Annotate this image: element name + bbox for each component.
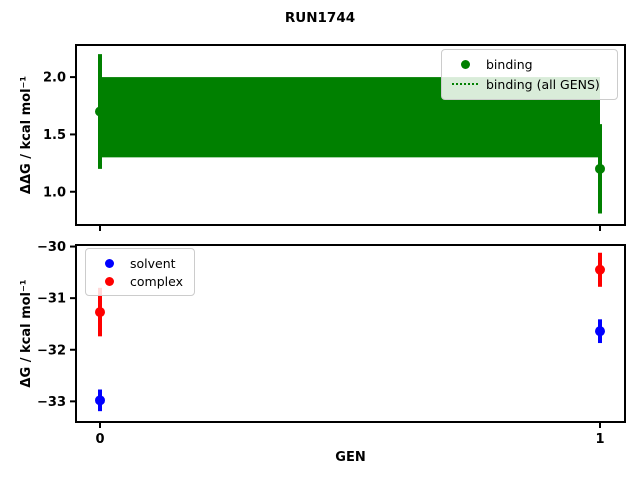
- legend-solvent-complex: solvent complex: [85, 248, 195, 296]
- x-tick-label: 0: [95, 432, 104, 447]
- point-complex-gen0: [95, 307, 105, 318]
- point-binding-gen1: [595, 163, 605, 174]
- y-tick-label: 2.0: [43, 71, 66, 86]
- x-axis-label: GEN: [335, 450, 365, 465]
- legend-item-complex: complex: [96, 272, 184, 290]
- binding-all-gens-dotted-line-icon: [452, 83, 478, 86]
- figure-title: RUN1744: [284, 10, 356, 26]
- y-tick-label: 1.0: [43, 185, 66, 200]
- legend-label-binding: binding: [486, 57, 533, 73]
- point-binding-gen0: [95, 106, 105, 117]
- legend-binding: binding binding (all GENS): [441, 49, 618, 100]
- axes-frame-1: [75, 244, 626, 423]
- y-tick-label: −33: [37, 395, 66, 410]
- point-solvent-gen0: [95, 395, 105, 406]
- y-axis-label-0: ΔΔG / kcal mol⁻¹: [19, 76, 34, 194]
- legend-label-complex: complex: [130, 273, 183, 289]
- legend-item-solvent: solvent: [96, 254, 184, 272]
- legend-label-binding-all-gens: binding (all GENS): [486, 76, 600, 92]
- solvent-dot-icon: [104, 258, 114, 268]
- y-tick-label: −31: [37, 292, 66, 307]
- y-tick-label: −30: [37, 240, 66, 255]
- legend-item-binding: binding: [452, 55, 607, 75]
- legend-item-binding-all-gens: binding (all GENS): [452, 75, 607, 95]
- y-tick-label: 1.5: [43, 128, 66, 143]
- legend-label-solvent: solvent: [130, 255, 176, 271]
- point-complex-gen1: [595, 264, 605, 275]
- point-solvent-gen1: [595, 326, 605, 337]
- y-tick-label: −32: [37, 343, 66, 358]
- x-tick-label: 1: [595, 432, 604, 447]
- binding-dot-icon: [460, 60, 470, 70]
- y-axis-label-1: ΔG / kcal mol⁻¹: [19, 279, 34, 387]
- complex-dot-icon: [104, 276, 114, 286]
